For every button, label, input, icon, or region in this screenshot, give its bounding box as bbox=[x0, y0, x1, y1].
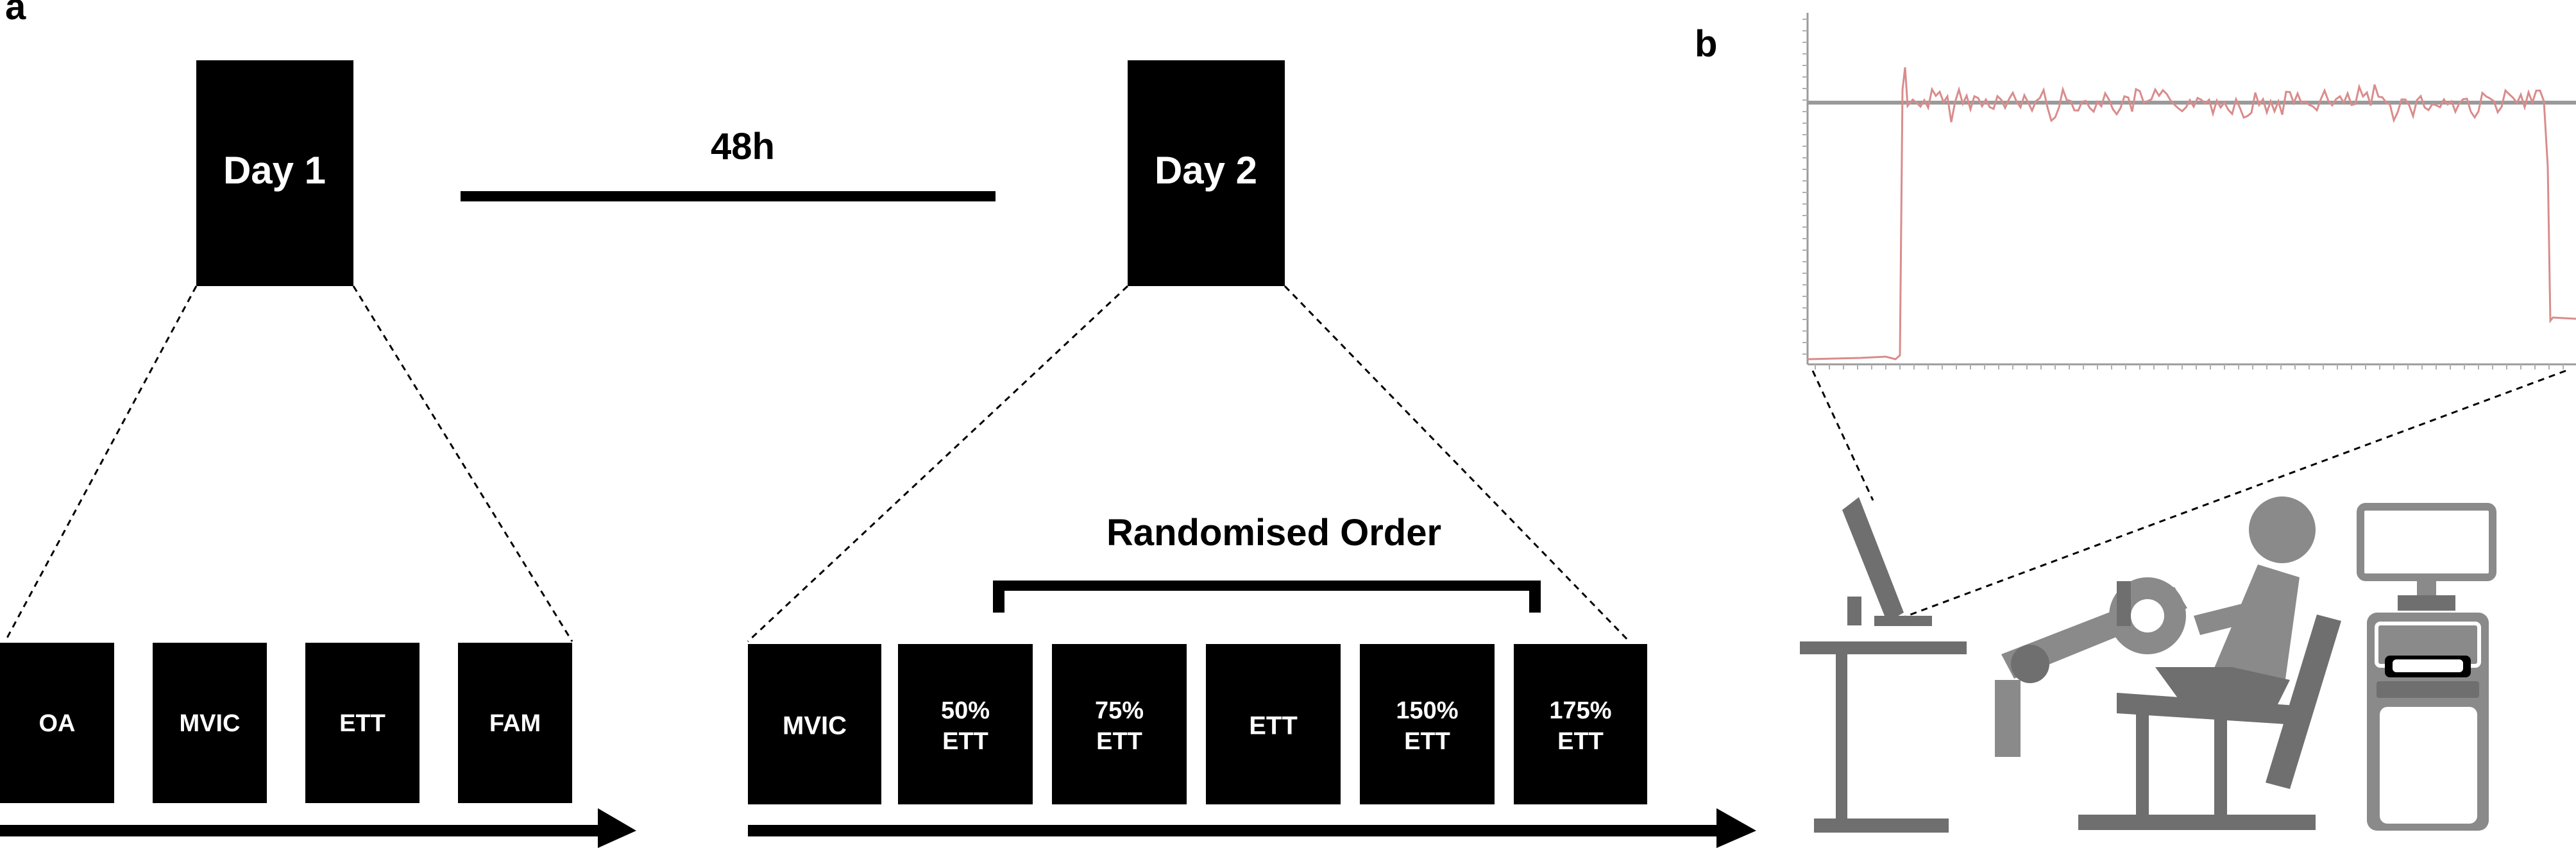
callout-dashed-right bbox=[1898, 369, 2566, 620]
day2-dashed-left bbox=[747, 285, 1129, 643]
monitor-icon bbox=[1842, 497, 1904, 622]
dynamometer-console-icon bbox=[2357, 503, 2496, 831]
day2-step-box bbox=[1360, 644, 1495, 804]
day2-step-label: ETT bbox=[942, 728, 988, 755]
day2-dashed-right bbox=[1284, 285, 1631, 643]
trace-x-ticks bbox=[1815, 364, 2564, 369]
day1-box-row: OA MVIC ETT FAM bbox=[0, 643, 572, 803]
day1-step-box bbox=[153, 643, 267, 803]
day2-step-box bbox=[748, 644, 881, 804]
day2-step-label: 75% bbox=[1095, 697, 1144, 724]
gap-line bbox=[461, 191, 996, 201]
day2-title: Day 2 bbox=[1155, 149, 1257, 192]
day1-step-box bbox=[458, 643, 572, 803]
bracket-left-tick bbox=[993, 581, 1004, 613]
trace-y-ticks bbox=[1802, 19, 1808, 355]
torque-trace-line bbox=[1807, 67, 2576, 360]
day2-step-box bbox=[1052, 644, 1187, 804]
panel-a: a Day 1 48h OA MVIC ETT FAM Day 2 bbox=[0, 0, 1756, 848]
day2-box bbox=[1128, 60, 1285, 286]
day1-step-box bbox=[0, 643, 114, 803]
day1-dashed-right bbox=[352, 285, 573, 642]
panel-b-label: b bbox=[1695, 23, 1717, 65]
desk-icon bbox=[1800, 641, 1967, 654]
day2-step-label: ETT bbox=[1557, 728, 1604, 755]
day2-step-label: 150% bbox=[1396, 697, 1458, 724]
gap-label: 48h bbox=[711, 126, 775, 167]
day1-step-label: MVIC bbox=[180, 710, 241, 737]
panel-b: b bbox=[1695, 13, 2576, 833]
callout-dashed-left bbox=[1811, 370, 1874, 501]
bracket-right-tick bbox=[1529, 581, 1541, 613]
day2-step-label: 50% bbox=[941, 697, 990, 724]
day2-step-label: ETT bbox=[1096, 728, 1142, 755]
day1-step-label: FAM bbox=[489, 710, 541, 737]
subject-head-icon bbox=[2249, 496, 2316, 563]
panel-a-label: a bbox=[5, 0, 26, 28]
subject-chair-icon bbox=[1995, 496, 2341, 830]
day2-step-label: ETT bbox=[1249, 712, 1298, 740]
day2-box-row: MVIC 50% ETT 75% ETT ETT 150% ETT 175% E… bbox=[748, 644, 1647, 804]
day1-timeline-arrow-shaft bbox=[0, 825, 603, 836]
console-screen-icon bbox=[2357, 503, 2496, 581]
day2-timeline-arrow-head bbox=[1716, 808, 1756, 848]
day2-step-box bbox=[1206, 644, 1341, 804]
bracket-label: Randomised Order bbox=[1106, 512, 1441, 554]
day1-timeline-arrow-head bbox=[598, 808, 636, 848]
day1-step-label: OA bbox=[39, 710, 76, 737]
day1-step-box bbox=[305, 643, 419, 803]
day2-step-label: ETT bbox=[1404, 728, 1450, 755]
day2-step-box bbox=[898, 644, 1033, 804]
day1-dashed-left bbox=[4, 285, 198, 642]
torque-trace-inset bbox=[1802, 13, 2576, 369]
bracket-bar bbox=[993, 581, 1539, 591]
day2-step-label: MVIC bbox=[783, 712, 847, 740]
day1-step-label: ETT bbox=[339, 710, 386, 737]
day1-title: Day 1 bbox=[223, 149, 326, 192]
day2-step-label: 175% bbox=[1549, 697, 1611, 724]
day2-timeline-arrow-shaft bbox=[748, 825, 1723, 836]
day2-step-box bbox=[1514, 644, 1647, 804]
computer-desk-icon bbox=[1800, 497, 1967, 833]
day1-box bbox=[196, 60, 353, 286]
